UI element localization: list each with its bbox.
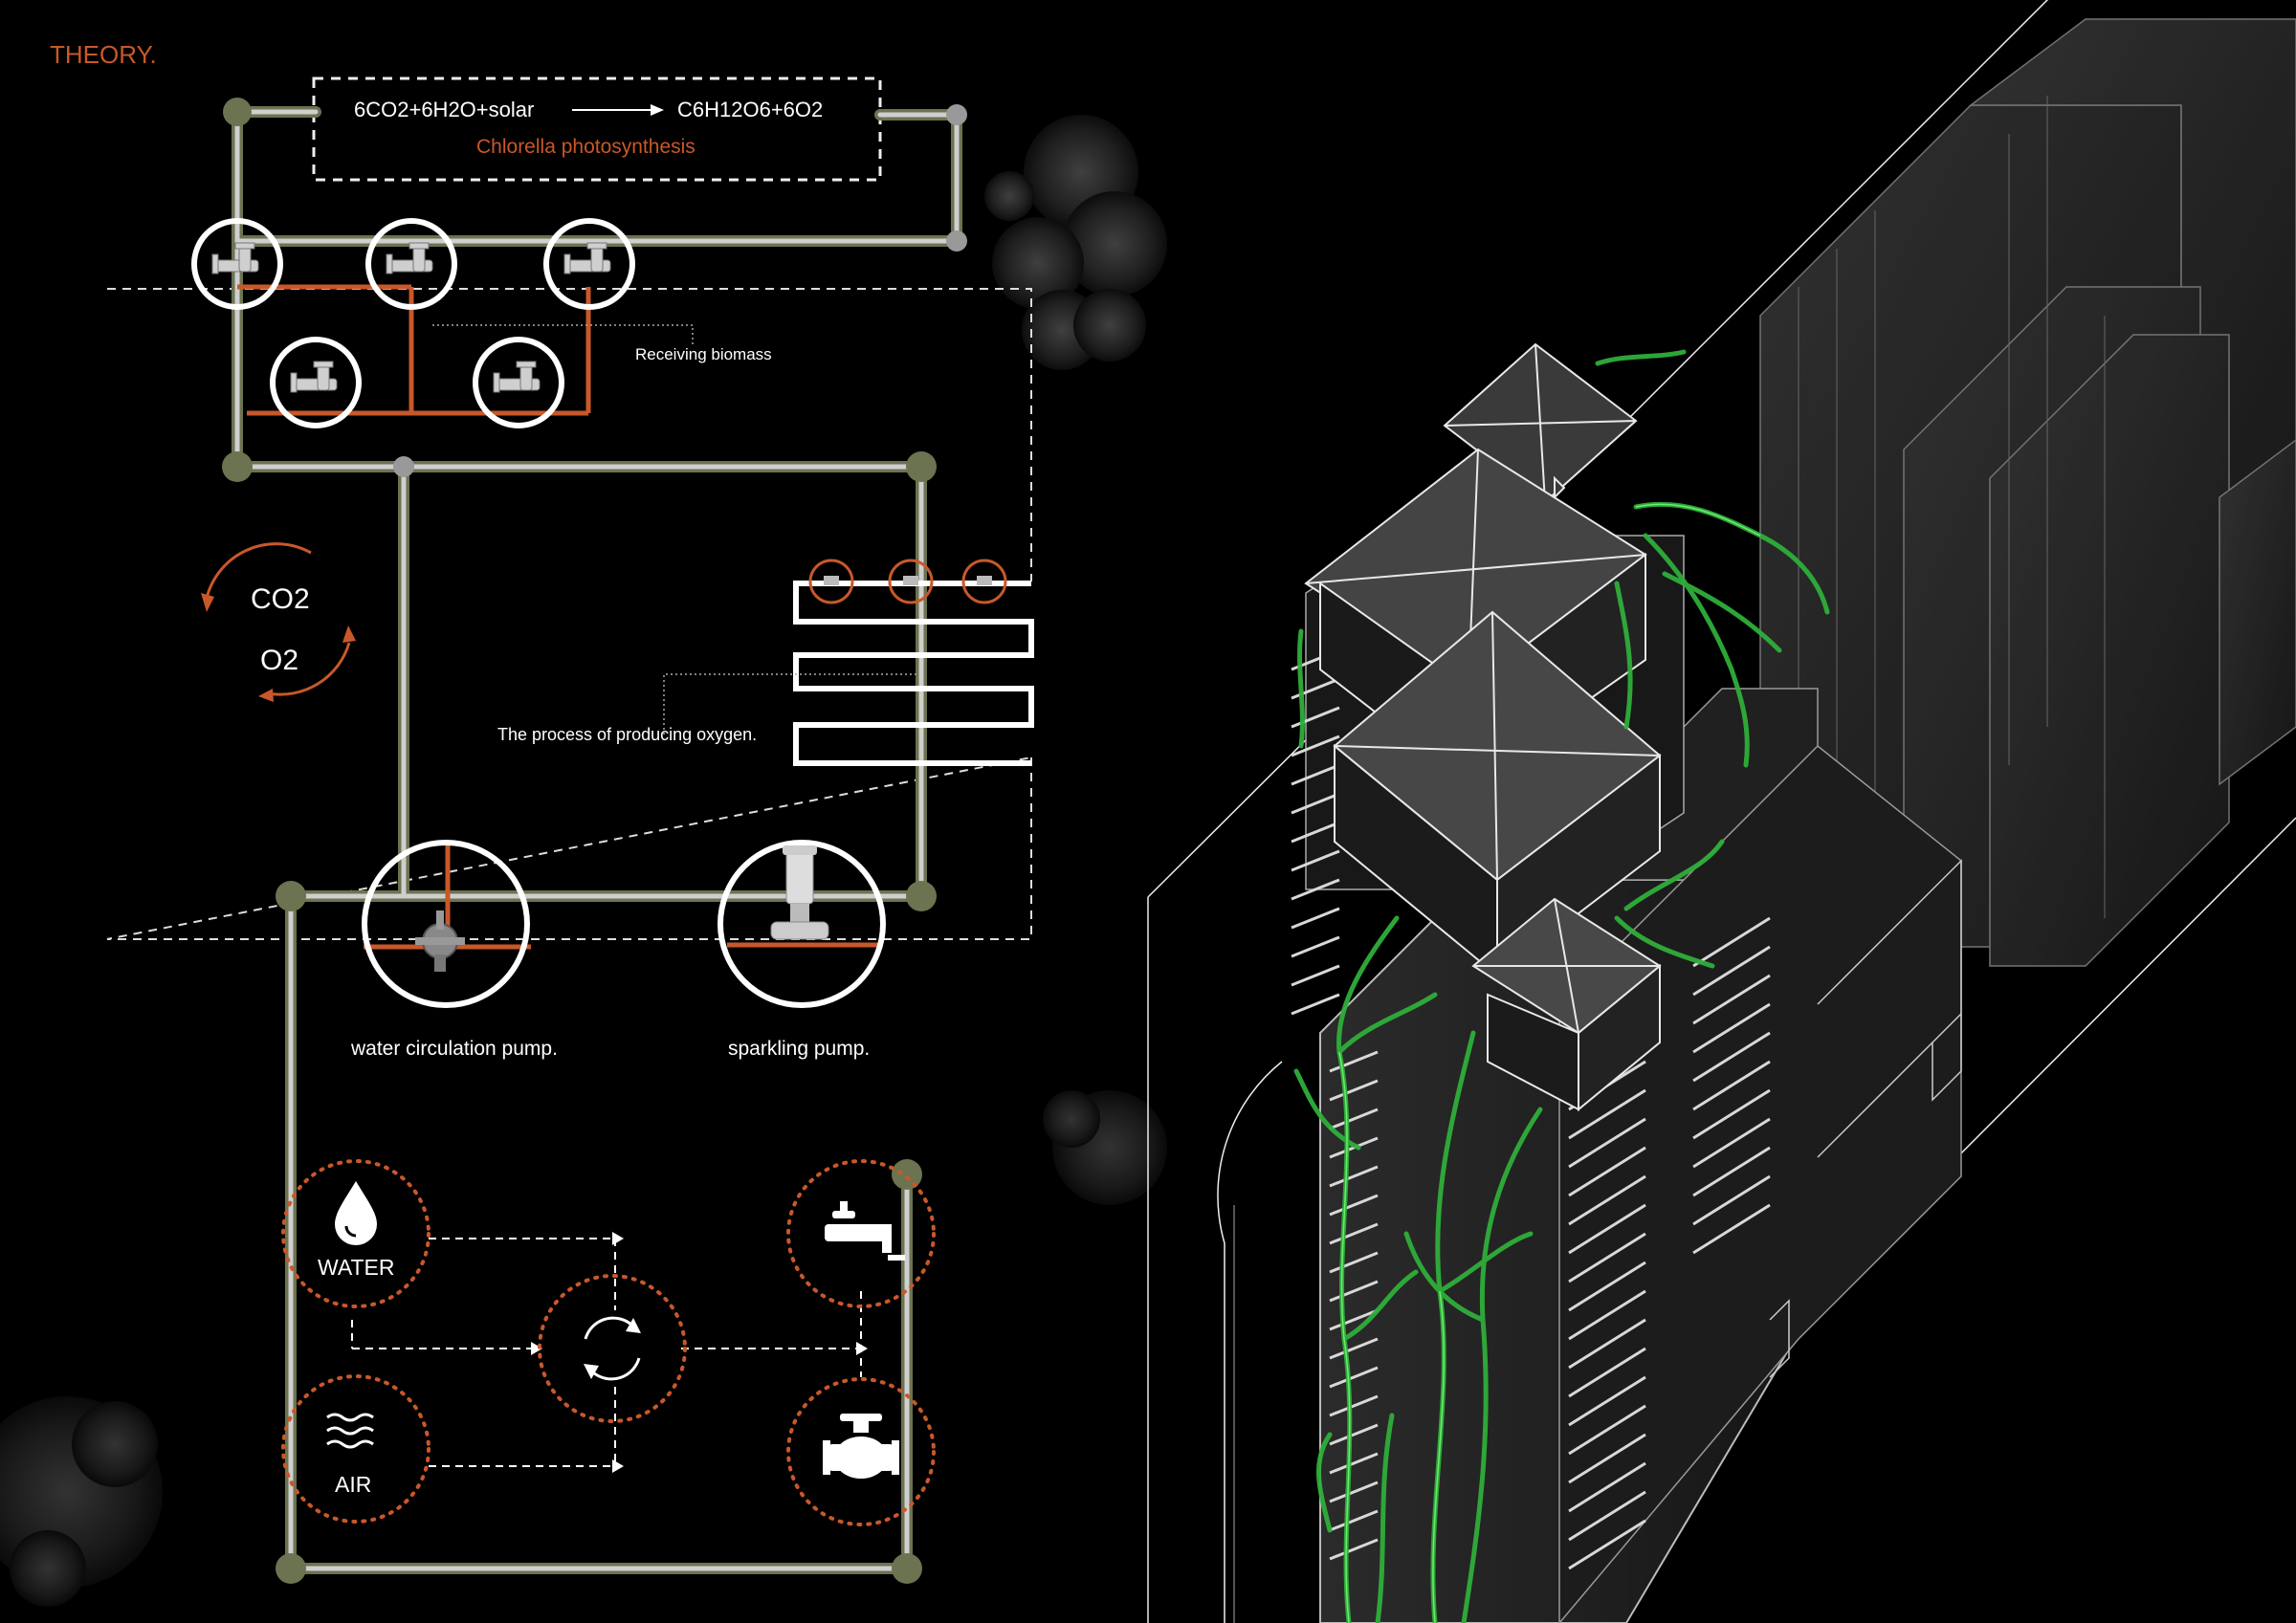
oxygen-leader-line [663, 673, 918, 735]
recycle-icon [584, 1316, 641, 1381]
oxygen-coil [793, 559, 1034, 766]
o2-label: O2 [260, 645, 298, 676]
faucet-node [786, 1159, 936, 1308]
green-vine-highlights [1338, 503, 1761, 1623]
chlorella-cells-right [1043, 1090, 1167, 1205]
receiving-biomass-label: Receiving biomass [635, 345, 772, 363]
water-label: WATER [318, 1255, 395, 1280]
circulation-pump-label: water circulation pump. [350, 1038, 558, 1060]
tower-illustration [1147, 0, 2296, 1623]
air-label: AIR [335, 1472, 371, 1497]
sparkling-pump-label: sparkling pump. [728, 1038, 870, 1060]
system-boundary [106, 288, 1032, 940]
water-node: WATER [281, 1159, 430, 1308]
gate-valve-node [786, 1377, 936, 1526]
pyramid-roofs [1304, 342, 1662, 1112]
equation-caption: Chlorella photosynthesis [476, 136, 695, 158]
chlorella-cells-bottom [0, 1396, 163, 1607]
page-title: THEORY. [50, 40, 157, 69]
recycle-node [538, 1274, 687, 1423]
chlorella-cells-top [984, 115, 1167, 370]
valve-group [191, 218, 635, 428]
sparkling-pump-ring [718, 840, 886, 1008]
pipe-joints [222, 98, 967, 1584]
air-waves-icon [326, 1413, 374, 1449]
flow-arrowheads [531, 1232, 868, 1473]
co2-o2-cycle: CO2 O2 [201, 542, 356, 702]
biomass-leader-line [432, 324, 694, 344]
oxygen-process-label: The process of producing oxygen. [497, 725, 757, 744]
circulation-pump-ring [362, 840, 530, 1008]
gate-valve-icon [823, 1414, 899, 1479]
equation-right: C6H12O6+6O2 [677, 98, 823, 121]
equation-box [312, 77, 882, 182]
equation-arrow [572, 104, 664, 116]
equation-left: 6CO2+6H2O+solar [354, 98, 534, 121]
flow-arrows [351, 1238, 862, 1467]
valve-icon [211, 242, 611, 393]
co2-label: CO2 [251, 583, 310, 615]
faucet-icon [825, 1201, 905, 1261]
circulation-pump-icon [415, 910, 465, 972]
vertical-pump-icon [770, 845, 829, 940]
pipe-network [232, 106, 962, 1574]
air-node: AIR [281, 1374, 430, 1524]
